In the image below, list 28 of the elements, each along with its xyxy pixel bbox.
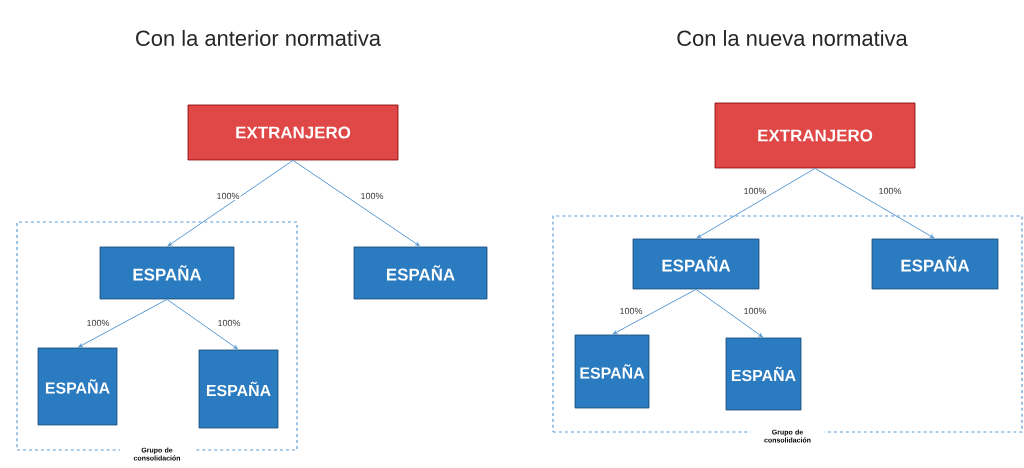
arrow xyxy=(695,288,763,338)
parent-box: EXTRANJERO xyxy=(187,104,399,161)
company-box: ESPAÑA xyxy=(353,246,488,300)
edge-label: 100% xyxy=(618,306,644,316)
arrow xyxy=(292,159,420,247)
arrow xyxy=(612,288,697,335)
edge-label: 100% xyxy=(359,191,385,201)
arrow xyxy=(696,167,816,239)
edge-label: 100% xyxy=(85,318,111,328)
panel-heading: Con la anterior normativa xyxy=(136,29,381,47)
company-box: ESPAÑA xyxy=(574,334,650,409)
company-box: ESPAÑA xyxy=(725,337,802,411)
edge-label: 100% xyxy=(742,306,768,316)
company-box: ESPAÑA xyxy=(99,246,235,300)
arrow xyxy=(78,298,168,348)
panel-heading: Con la nueva normativa xyxy=(677,29,908,47)
edge-label: 100% xyxy=(742,186,768,196)
company-box: ESPAÑA xyxy=(871,238,999,290)
company-box: ESPAÑA xyxy=(37,347,118,426)
company-box: ESPAÑA xyxy=(198,349,279,429)
company-box: ESPAÑA xyxy=(632,238,760,290)
arrow xyxy=(166,298,238,350)
edge-label: 100% xyxy=(215,191,241,201)
edge-label: 100% xyxy=(216,318,242,328)
parent-box: EXTRANJERO xyxy=(714,102,916,169)
edge-label: 100% xyxy=(877,186,903,196)
arrow xyxy=(167,159,294,247)
arrow xyxy=(814,167,935,239)
